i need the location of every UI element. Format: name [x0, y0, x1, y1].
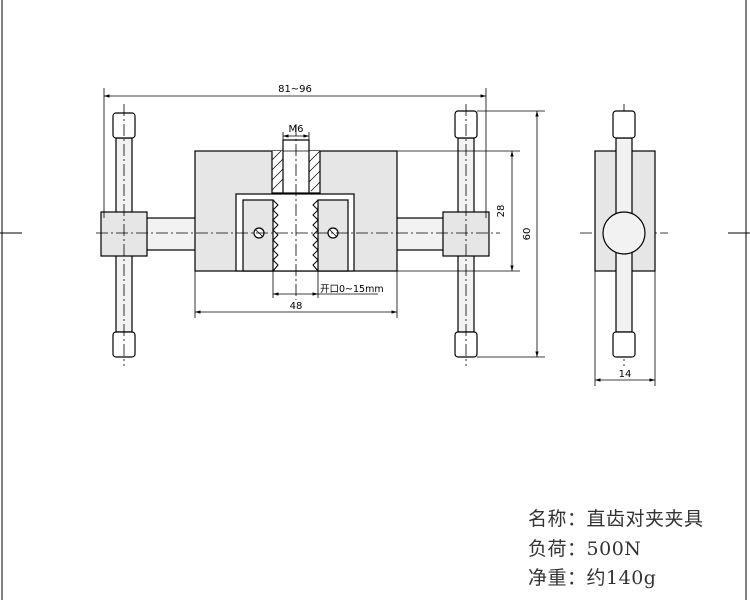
dimension-texts: 81~96 M6 28 60 开口0~15mm 48 14 [278, 84, 631, 380]
spec-weight-value: 约140g [586, 567, 657, 589]
spec-name-label: 名称： [528, 508, 587, 530]
dim-side-width: 14 [619, 369, 632, 380]
dim-overall-length: 81~96 [278, 84, 312, 95]
spec-weight-line: 净重：约140g [528, 563, 656, 590]
side-rod-end [602, 211, 646, 255]
right-jaw-teeth [312, 199, 319, 272]
dim-body-height: 28 [496, 205, 507, 218]
dimension-lines [103, 88, 656, 386]
left-jaw-teeth [272, 199, 279, 272]
dim-jaw-opening: 开口0~15mm [320, 284, 384, 295]
spec-name-line: 名称：直齿对夹夹具 [528, 504, 704, 531]
spec-load-label: 负荷： [528, 538, 587, 560]
spec-name-value: 直齿对夹夹具 [586, 508, 704, 530]
side-view [594, 110, 656, 358]
side-handle-cap-top [612, 110, 636, 139]
dim-overall-height: 60 [522, 228, 533, 241]
spec-weight-label: 净重： [528, 567, 587, 589]
dim-body-width: 48 [290, 301, 303, 312]
spec-load-value: 500N [586, 538, 642, 560]
side-handle-cap-bottom [612, 331, 636, 358]
thread-hatch [271, 150, 321, 192]
spec-load-line: 负荷：500N [528, 534, 641, 561]
front-view [100, 110, 490, 358]
dim-thread: M6 [289, 124, 304, 135]
